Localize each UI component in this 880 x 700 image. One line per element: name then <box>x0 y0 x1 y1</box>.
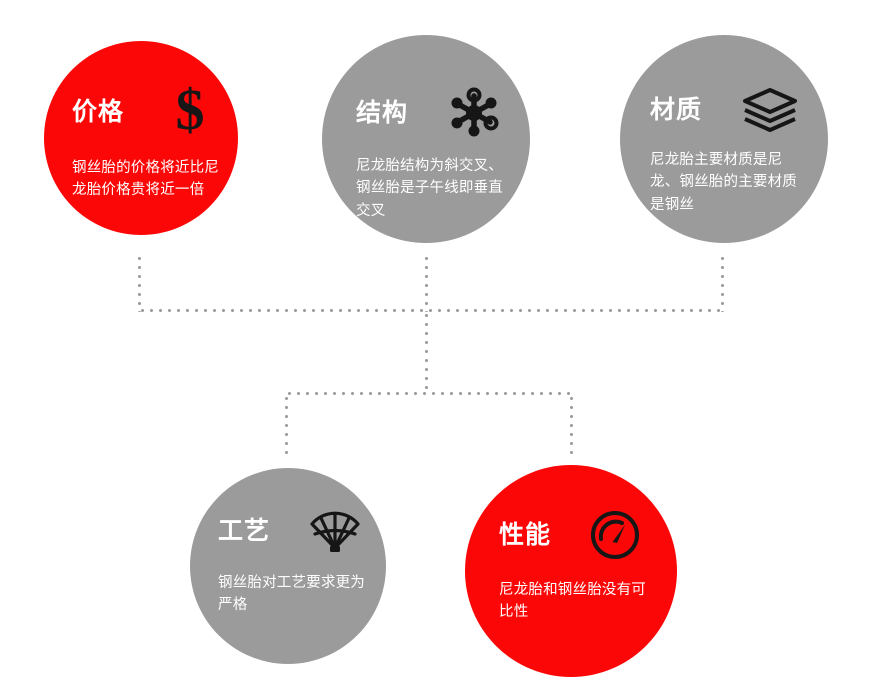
connector-vertical-price <box>138 254 141 312</box>
node-price[interactable]: 价格 $ 钢丝胎的价格将近比尼龙胎价格贵将近一倍 <box>44 41 238 235</box>
gauge-speedometer-icon <box>589 509 641 561</box>
node-structure[interactable]: 结构 <box>322 35 530 243</box>
node-performance[interactable]: 性能 尼龙胎和钢丝胎没有可比性 <box>465 465 677 677</box>
connector-vertical-material <box>721 254 724 312</box>
connector-horizontal-top <box>138 309 724 312</box>
node-craft-header: 工艺 <box>218 508 362 554</box>
node-material[interactable]: 材质 尼龙胎主要材质是尼龙、钢丝胎的主要材质是钢丝 <box>620 35 828 243</box>
node-performance-description: 尼龙胎和钢丝胎没有可比性 <box>499 582 646 621</box>
node-material-header: 材质 <box>650 87 798 133</box>
folding-fan-icon <box>308 508 362 554</box>
node-structure-title: 结构 <box>356 98 409 127</box>
node-material-title: 材质 <box>650 95 703 124</box>
node-price-header: 价格 $ <box>72 83 214 141</box>
node-material-description: 尼龙胎主要材质是尼龙、钢丝胎的主要材质是钢丝 <box>650 152 797 213</box>
connector-horizontal-bottom <box>285 392 573 395</box>
node-price-title: 价格 <box>72 97 125 126</box>
connector-vertical-structure-up <box>425 254 428 312</box>
node-structure-description: 尼龙胎结构为斜交叉、钢丝胎是子午线即垂直交叉 <box>356 158 503 219</box>
dollar-sign-icon: $ <box>166 83 214 141</box>
connector-vertical-center-down <box>425 311 428 393</box>
node-structure-header: 结构 <box>356 87 500 139</box>
connector-vertical-performance <box>570 394 573 458</box>
node-price-description: 钢丝胎的价格将近比尼龙胎价格贵将近一倍 <box>72 160 219 199</box>
layers-icon <box>742 87 798 133</box>
node-performance-header: 性能 <box>499 509 641 561</box>
connector-vertical-craft <box>285 394 288 458</box>
network-hub-icon <box>448 87 500 139</box>
node-craft[interactable]: 工艺 钢丝胎对工艺要求更为严格 <box>190 468 386 664</box>
node-craft-title: 工艺 <box>218 516 271 545</box>
node-performance-title: 性能 <box>499 520 552 549</box>
svg-text:$: $ <box>176 83 205 141</box>
node-craft-description: 钢丝胎对工艺要求更为严格 <box>218 575 365 614</box>
